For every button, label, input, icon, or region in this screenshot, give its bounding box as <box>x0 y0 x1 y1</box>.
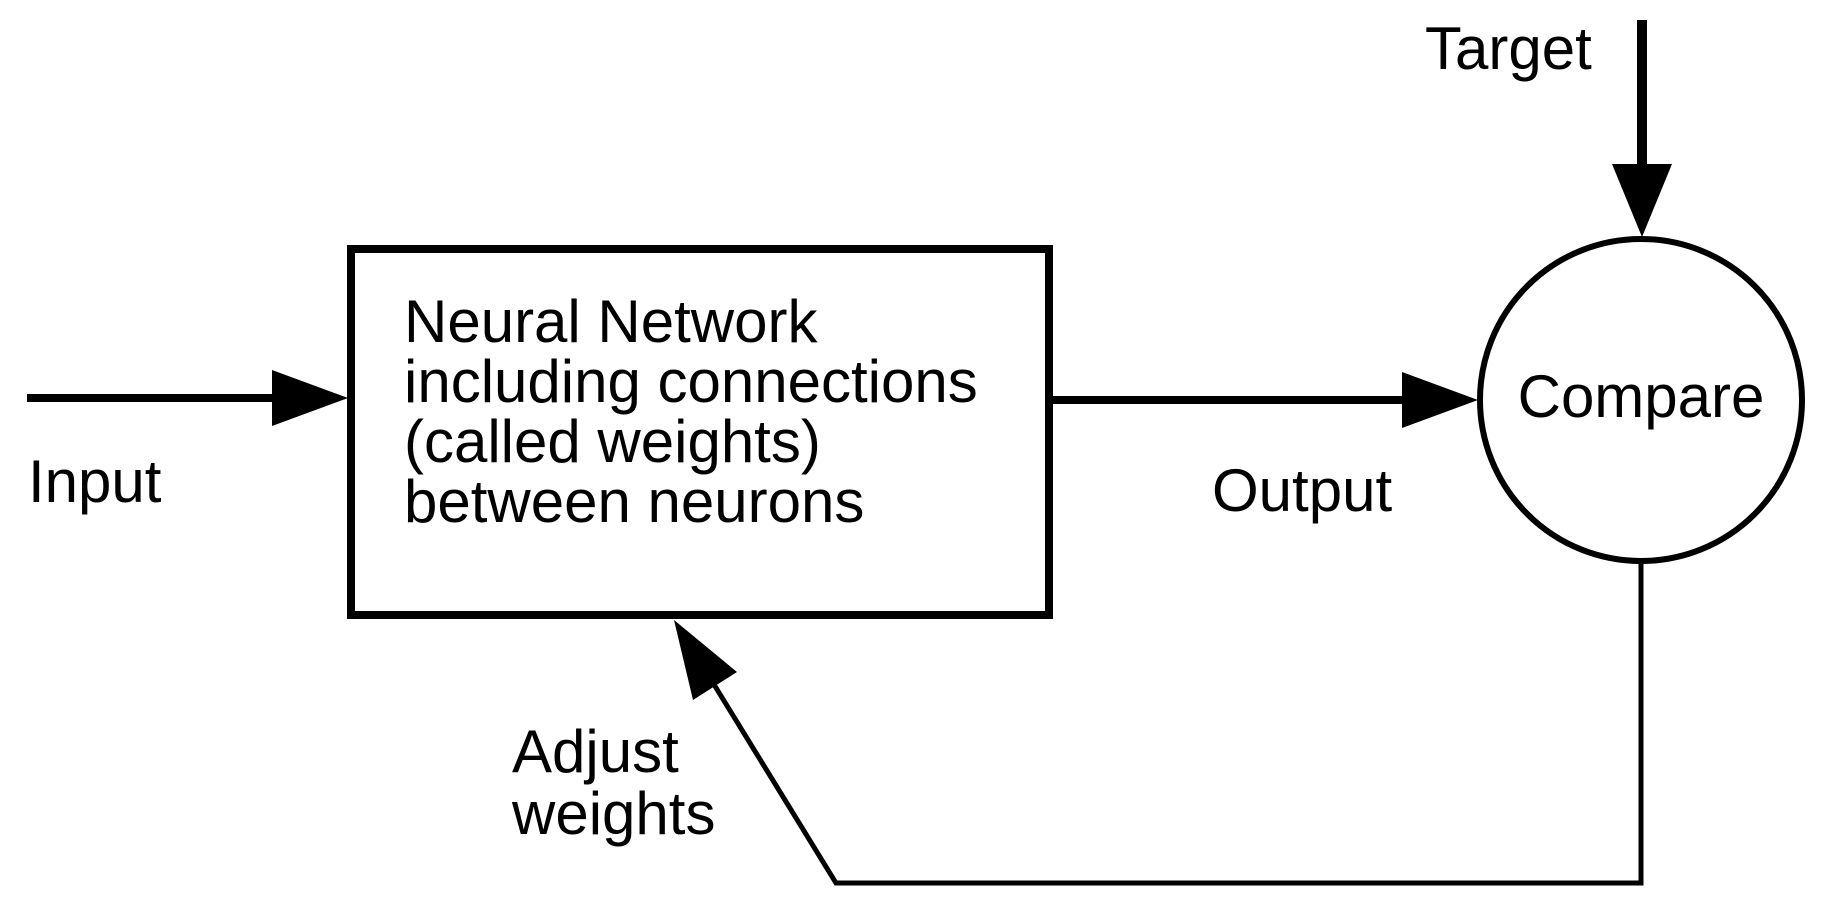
adjust-weights-line-2: weights <box>512 780 716 847</box>
feedback-arrowhead-icon <box>674 620 737 700</box>
target-arrow <box>1612 20 1672 237</box>
target-arrowhead-icon <box>1612 164 1672 237</box>
compare-circle <box>1477 236 1805 564</box>
neural-network-box-line-4: between neurons <box>404 468 865 535</box>
neural-network-box-line-2: including connections <box>404 348 978 415</box>
neural-network-box-line-1: Neural Network <box>404 288 818 355</box>
output-arrowhead-icon <box>1402 372 1478 428</box>
neural-network-box-line-3: (called weights) <box>404 408 821 475</box>
neural-network-box <box>347 245 1053 619</box>
input-arrowhead-icon <box>272 370 348 426</box>
input-arrow <box>27 370 348 426</box>
feedback-connector <box>674 562 1644 886</box>
compare-label: Compare <box>1517 363 1765 430</box>
output-arrow <box>1053 372 1478 428</box>
output-label: Output <box>1212 457 1393 524</box>
input-label: Input <box>28 448 162 515</box>
feedback-connector-path <box>707 562 1644 886</box>
neural-network-box-text: Neural Network including connections (ca… <box>404 292 978 532</box>
adjust-weights-line-1: Adjust <box>512 718 679 785</box>
target-label: Target <box>1425 15 1592 82</box>
adjust-weights-label: Adjust weights <box>512 721 715 845</box>
